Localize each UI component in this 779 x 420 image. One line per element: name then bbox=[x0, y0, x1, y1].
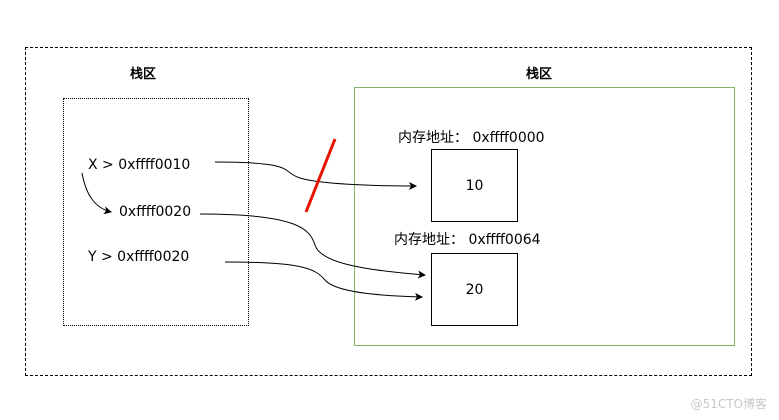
stack-area-title: 栈区 bbox=[130, 67, 157, 82]
heap-block-2-address: 内存地址： 0xffff0064 bbox=[394, 232, 541, 248]
heap-block-1-value-box: 10 bbox=[431, 149, 518, 222]
x-reference-label: X > 0xffff0010 bbox=[88, 157, 191, 173]
heap-area-box bbox=[354, 87, 735, 346]
x-to-old-value-arrow bbox=[214, 161, 417, 190]
x-to-new-address-arrow bbox=[81, 172, 112, 215]
heap-block-1-value: 10 bbox=[465, 177, 484, 194]
watermark: @51CTO博客 bbox=[690, 397, 767, 411]
broken-link-mark bbox=[304, 138, 337, 213]
heap-block-1-address: 内存地址： 0xffff0000 bbox=[398, 130, 545, 146]
y-to-value-arrow bbox=[224, 261, 423, 301]
y-reference-label: Y > 0xffff0020 bbox=[88, 249, 190, 265]
outer-frame bbox=[25, 47, 752, 376]
heap-block-2-value-box: 20 bbox=[431, 253, 518, 326]
intermediate-address-label: 0xffff0020 bbox=[119, 204, 192, 220]
heap-block-2-value: 20 bbox=[465, 281, 484, 298]
heap-area-title: 栈区 bbox=[526, 67, 553, 82]
new-address-to-value-arrow bbox=[199, 213, 426, 279]
stack-area-box bbox=[63, 98, 249, 326]
